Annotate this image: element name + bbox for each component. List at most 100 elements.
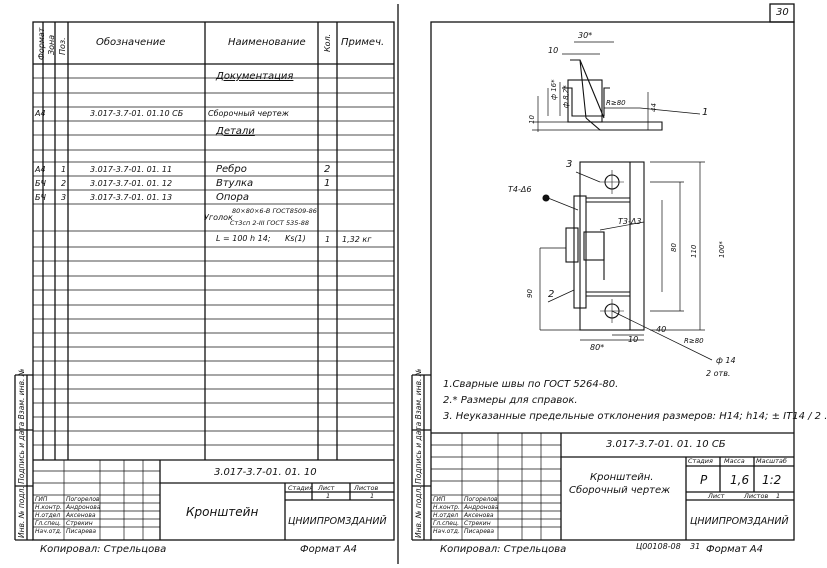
row-name: Втулка <box>216 178 254 189</box>
dim-r80: R≥80 <box>606 99 626 107</box>
dim-40: 40 <box>656 325 667 334</box>
material-line1: Уголок <box>204 213 233 222</box>
row-format: А4 <box>35 109 46 118</box>
title-doc-code-right: 3.017-3.7-01. 01. 10 СБ <box>606 439 726 450</box>
dim-110: 110 <box>690 244 698 258</box>
header-zone: Зона <box>47 34 56 55</box>
row-format: А4 <box>35 165 46 174</box>
margin-label-right: Инв. № подл. Подпись и дата Взам. инв. № <box>414 368 423 538</box>
material-line2: 80×80×6-В ГОСТ8509-86 <box>232 207 317 215</box>
person: Погорелов <box>66 496 100 503</box>
dim-r80b: R≥80 <box>684 337 704 345</box>
header-qty: Кол. <box>323 33 332 52</box>
header-note: Примеч. <box>341 37 385 48</box>
dim-8-2: ф 8,2* <box>562 85 570 108</box>
order-number: Ц00108-08 <box>636 542 681 551</box>
note-2: 2.* Размеры для справок. <box>443 395 578 406</box>
role: ГИП <box>35 496 48 503</box>
person: Андронова <box>66 504 101 511</box>
holes-label: 2 отв. <box>706 369 731 378</box>
row-format: БЧ <box>35 179 46 188</box>
note-1: 1.Сварные швы по ГОСТ 5264-80. <box>443 379 619 390</box>
person: Стрекин <box>464 520 491 527</box>
dim-d14: ф 14 <box>716 356 736 365</box>
drawing-lines <box>14 3 795 564</box>
role: Н.контр. <box>35 504 62 511</box>
title-stage: Стадия <box>288 484 313 492</box>
row-name: Ребро <box>216 164 247 175</box>
title-scale-value: 1:2 <box>762 473 782 487</box>
material-ks: Ks(1) <box>285 234 306 243</box>
title-sheets-no-right: 1 <box>776 492 781 500</box>
person: Аксенова <box>464 512 494 519</box>
row-qty: 2 <box>324 164 331 175</box>
part-2: 2 <box>548 289 555 300</box>
title-sheet-no: 1 <box>326 492 331 500</box>
dim-100: 100* <box>718 241 726 258</box>
top-view <box>532 41 701 132</box>
role: Гл.спец. <box>35 520 61 527</box>
section-docs: Документация <box>216 71 294 82</box>
row-designation: 3.017-3.7-01. 01. 11 <box>90 165 173 174</box>
person: Стрекин <box>66 520 93 527</box>
material-length: L = 100 h 14; <box>216 234 271 243</box>
row-pos: 3 <box>61 193 67 202</box>
row-designation: 3.017-3.7-01. 01.10 СБ <box>90 109 184 118</box>
role: Н.отдел <box>35 512 61 519</box>
margin-label: Инв. № подл. Подпись и дата Взам. инв. № <box>17 368 26 538</box>
dim-16: ф 16* <box>550 79 558 100</box>
part-1: 1 <box>702 107 709 118</box>
person: Писарева <box>66 528 97 535</box>
title-sheets-right: Листов <box>744 492 769 500</box>
material-qty: 1 <box>325 235 331 244</box>
title-sheets: Листов <box>354 484 379 492</box>
title-name2: Сборочный чертеж <box>569 485 671 496</box>
row-format: БЧ <box>35 193 46 202</box>
dim-10c: 10 <box>628 335 639 344</box>
header-format: Формат <box>37 27 46 60</box>
title-sheet-right: Лист <box>708 492 725 500</box>
title-scale: Масштаб <box>756 457 787 465</box>
weld-t3: Т3-Δ3 <box>618 217 642 226</box>
row-pos: 1 <box>61 165 67 174</box>
role: Гл.спец. <box>433 520 459 527</box>
dim-30: 30* <box>578 31 593 40</box>
row-name: Сборочный чертеж <box>208 109 289 118</box>
dim-10: 10 <box>548 46 559 55</box>
role: Нач.отд. <box>35 528 62 535</box>
title-sheets-no: 1 <box>370 492 375 500</box>
title-org: ЦНИИПРОМЗДАНИЙ <box>288 516 387 527</box>
title-stage-right: Стадия <box>688 457 713 465</box>
title-name1: Кронштейн. <box>590 472 654 483</box>
row-qty: 1 <box>324 178 331 189</box>
role: Н.контр. <box>433 504 460 511</box>
row-designation: 3.017-3.7-01. 01. 12 <box>90 179 173 188</box>
note-3: 3. Неуказанные предельные отклонения раз… <box>443 411 827 422</box>
title-org-right: ЦНИИПРОМЗДАНИЙ <box>690 516 789 527</box>
part-3: 3 <box>566 159 573 170</box>
role: Н.отдел <box>433 512 459 519</box>
title-mass: Масса <box>724 457 745 465</box>
copied-by-right: Копировал: Стрельцова <box>440 544 567 555</box>
material-note: 1,32 кг <box>342 235 372 244</box>
material-line3: Ст3сп 2-III ГОСТ 535-88 <box>230 219 309 227</box>
front-view <box>539 161 713 361</box>
role: ГИП <box>433 496 446 503</box>
header-name: Наименование <box>228 37 306 48</box>
copied-by: Копировал: Стрельцова <box>40 544 167 555</box>
dim-44: 44 <box>650 103 658 112</box>
row-name: Опора <box>216 192 250 203</box>
format-label: Формат А4 <box>300 544 357 555</box>
format-label-right: Формат А4 <box>706 544 763 555</box>
person: Погорелов <box>464 496 498 503</box>
weld-t4: Т4-Δ6 <box>508 185 532 194</box>
person: Аксенова <box>66 512 96 519</box>
dim-90: 90 <box>526 289 534 298</box>
header-pos: Поз. <box>58 37 67 55</box>
role: Нач.отд. <box>433 528 460 535</box>
dim-80b: 80* <box>590 343 605 352</box>
section-details: Детали <box>216 126 255 137</box>
tab-number: 31 <box>690 542 701 551</box>
person: Писарева <box>464 528 495 535</box>
person: Андронова <box>464 504 499 511</box>
